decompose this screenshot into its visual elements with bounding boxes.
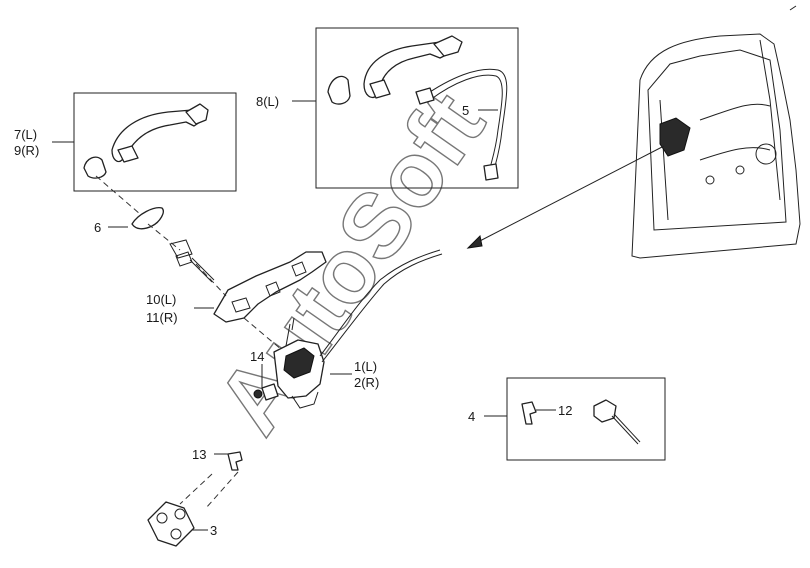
assembly-line-b: [147, 223, 181, 251]
handle-frame-10: [213, 251, 327, 323]
callout-8L: 8(L): [256, 94, 279, 109]
callout-12: 12: [558, 403, 572, 418]
callout-4: 4: [468, 409, 475, 424]
callout-7L: 7(L): [14, 127, 37, 142]
watermark-text: AutoSoft: [198, 75, 504, 452]
assembly-line-c: [195, 263, 227, 297]
screw-14: [253, 389, 263, 399]
cylinder-set-box: [506, 377, 666, 461]
key-12: [521, 401, 537, 425]
door-latch-assembly: [261, 249, 443, 409]
callout-9R: 9(R): [14, 143, 39, 158]
assembly-line-a: [95, 175, 141, 215]
lock-cylinder-small: [169, 239, 215, 283]
callout-1L: 1(L): [354, 359, 377, 374]
striker-plate-3: [147, 501, 195, 547]
assembly-line-d: [243, 317, 283, 351]
outside-handle-left: [111, 103, 209, 163]
callout-3: 3: [210, 523, 217, 538]
location-arrow: [473, 145, 665, 245]
handle-set-box-left: [73, 92, 237, 192]
screw-13: [227, 451, 243, 471]
callout-5: 5: [462, 103, 469, 118]
lock-cylinder-4: [593, 399, 641, 445]
assembly-line-e: [179, 473, 213, 505]
cable-5: [415, 68, 508, 181]
outside-handle-top: [363, 35, 463, 99]
callout-11R: 11(R): [146, 310, 178, 325]
callout-2R: 2(R): [354, 375, 379, 390]
location-arrowhead: [466, 234, 483, 249]
handle-cap-top: [327, 75, 351, 105]
callout-6: 6: [94, 220, 101, 235]
callout-10L: 10(L): [146, 292, 176, 307]
handle-set-box-top: [315, 27, 519, 189]
door-panel: [631, 5, 801, 259]
gasket-6: [131, 207, 164, 230]
callout-14: 14: [250, 349, 264, 364]
watermark: AutoSoft: [197, 74, 505, 452]
callout-13: 13: [192, 447, 206, 462]
assembly-line-f: [205, 471, 239, 509]
handle-cap-left: [83, 156, 107, 179]
